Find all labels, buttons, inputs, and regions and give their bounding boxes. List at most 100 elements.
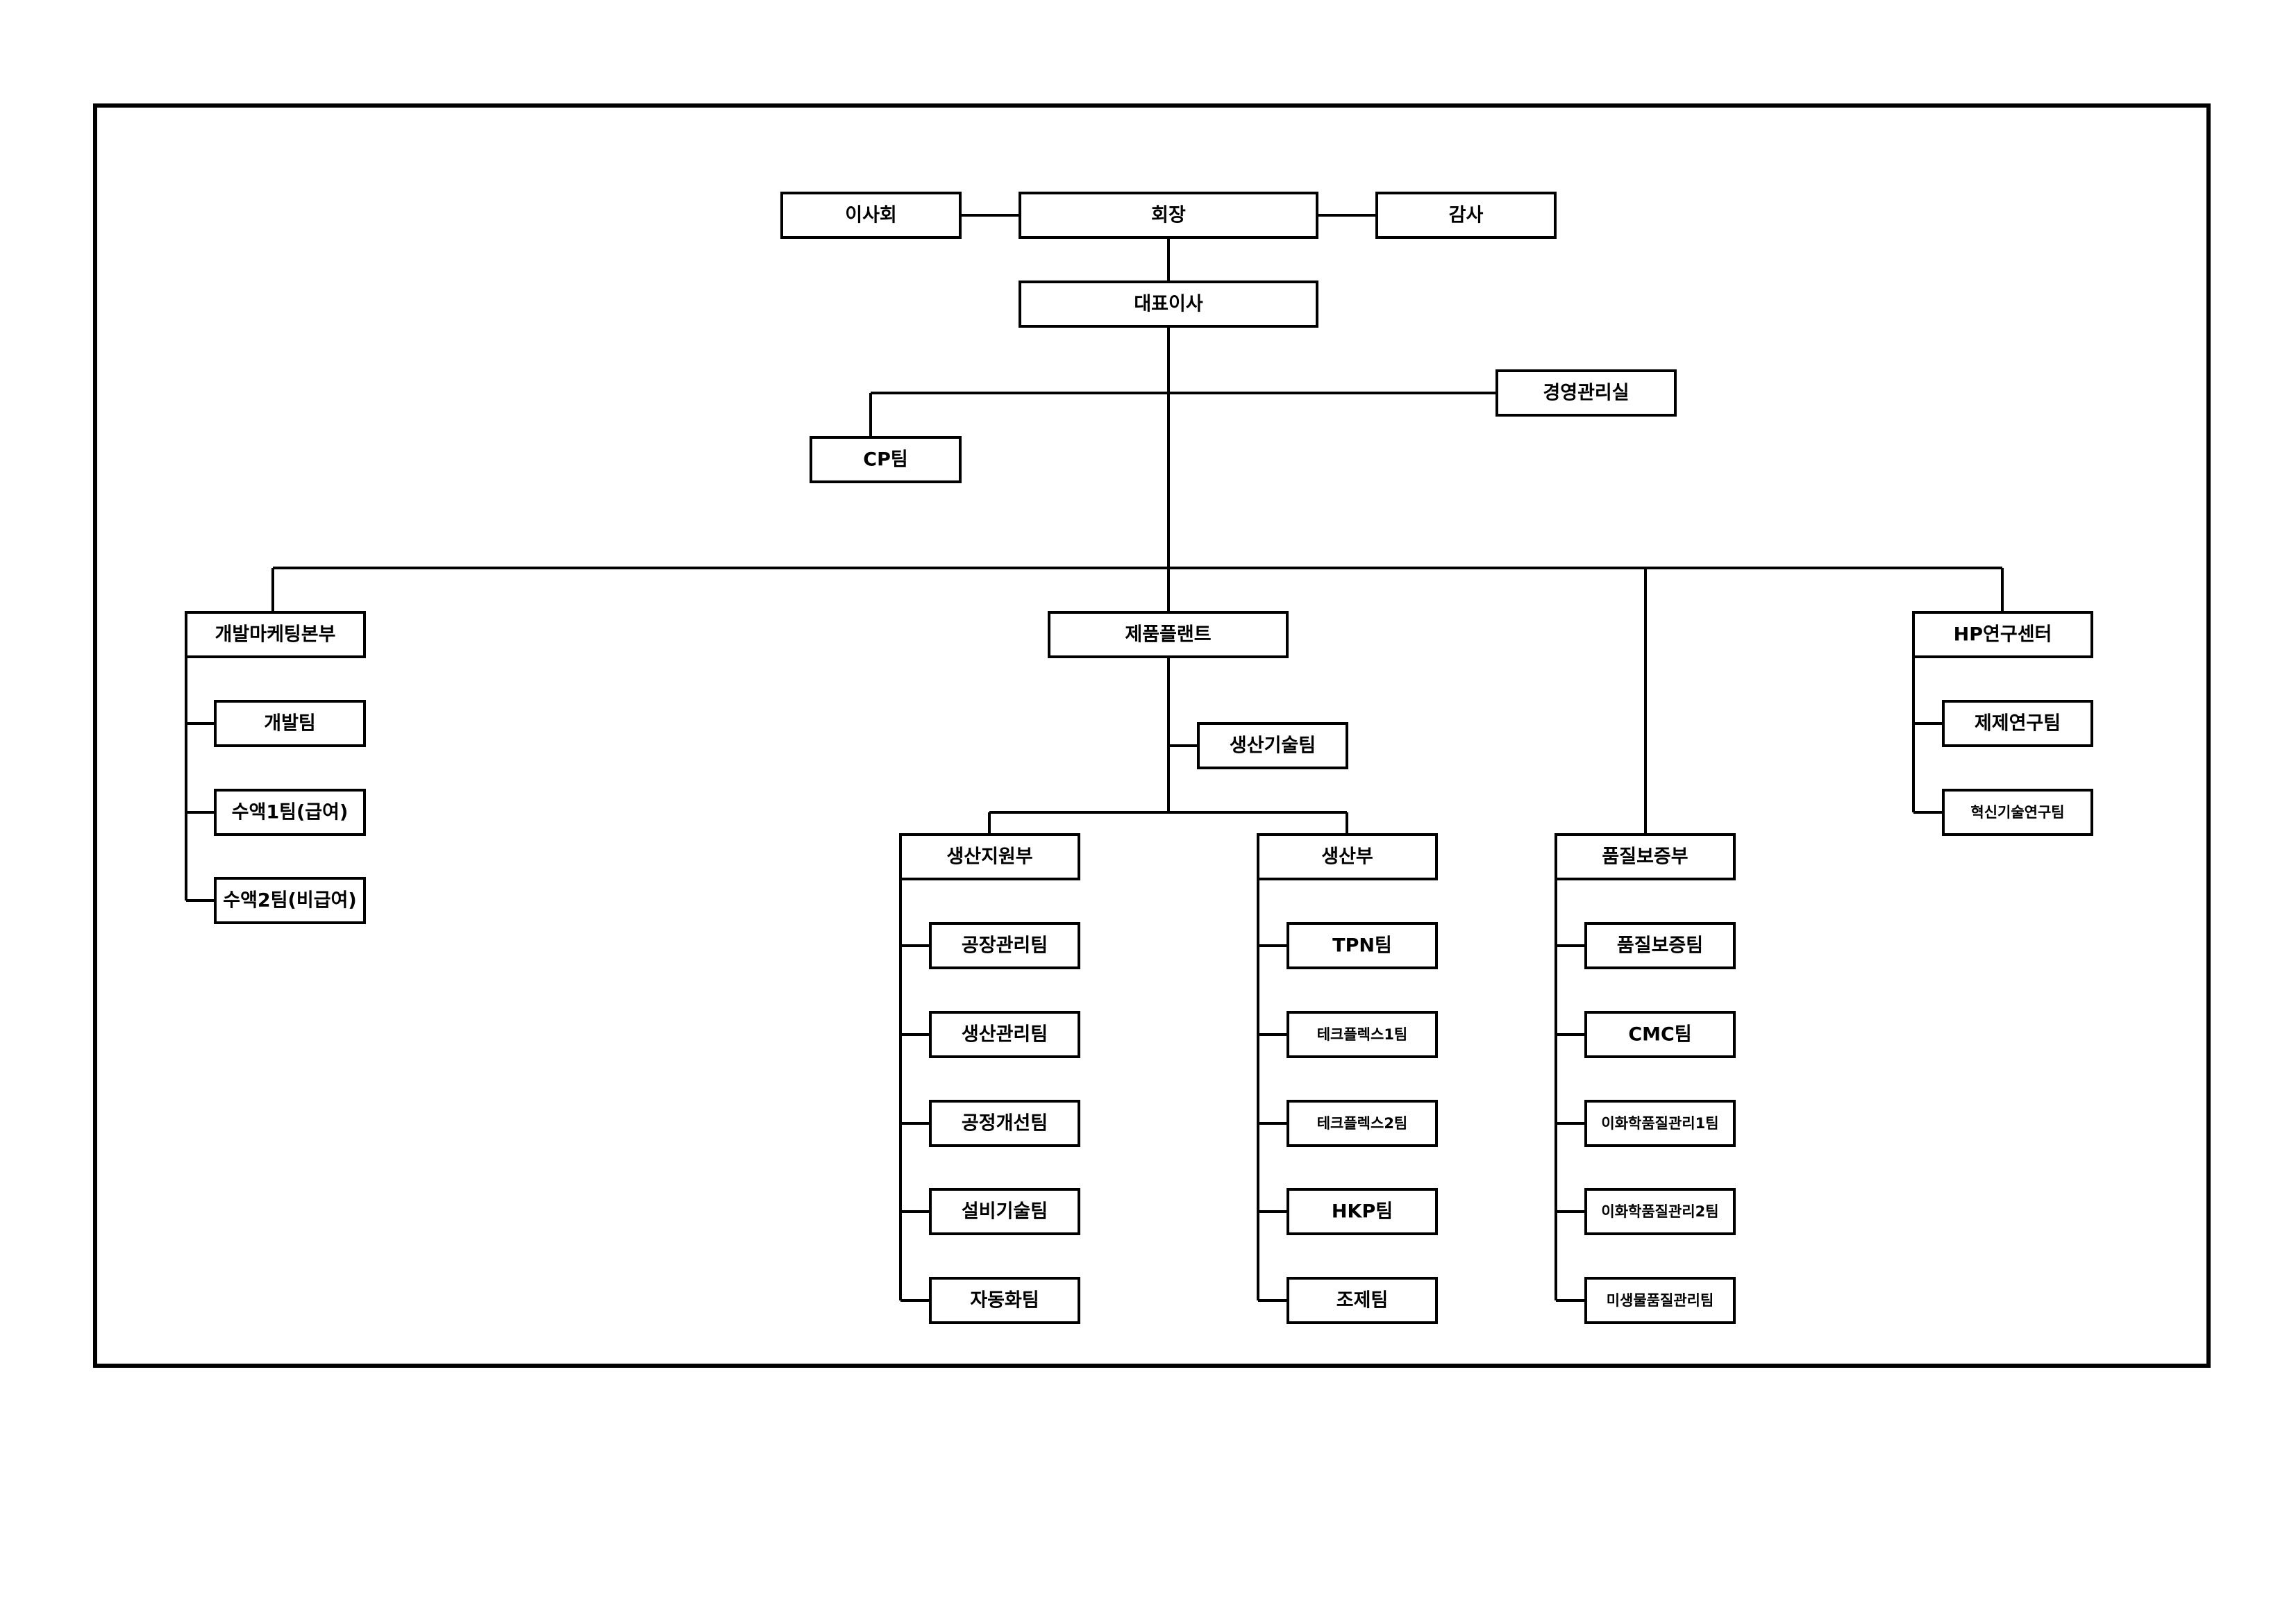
- support-team-1-label: 생산관리팀: [962, 1024, 1048, 1046]
- cp-team-label: CP팀: [863, 449, 907, 471]
- qa-team-1: CMC팀: [1584, 1011, 1736, 1058]
- chairman-label: 회장: [1151, 205, 1186, 226]
- production-team-1-label: 테크플렉스1팀: [1317, 1026, 1408, 1043]
- production-team-1-box: [1287, 1011, 1438, 1058]
- ceo: 대표이사: [1019, 281, 1318, 328]
- connector-lines: [185, 214, 2004, 1302]
- plant-division-box: [1048, 611, 1289, 658]
- qa-team-1-box: [1584, 1011, 1736, 1058]
- support-team-4-label: 자동화팀: [970, 1290, 1039, 1312]
- board: 이사회: [780, 192, 962, 239]
- hp-center-team-0: 제제연구팀: [1942, 700, 2093, 747]
- hp-center-division-label: HP연구센터: [1954, 624, 2052, 646]
- dev-marketing-team-0-label: 개발팀: [264, 713, 316, 735]
- support-department-label: 생산지원부: [946, 846, 1032, 868]
- qa-team-3-box: [1584, 1188, 1736, 1235]
- qa-team-3-label: 이화학품질관리2팀: [1601, 1203, 1718, 1220]
- support-team-1: 생산관리팀: [929, 1011, 1080, 1058]
- plant-tech-team-box: [1197, 722, 1348, 769]
- production-team-0: TPN팀: [1287, 922, 1438, 969]
- hp-center-team-1-box: [1942, 789, 2093, 836]
- board-label: 이사회: [845, 205, 897, 226]
- qa-team-4: 미생물품질관리팀: [1584, 1277, 1736, 1324]
- hp-center-division-box: [1912, 611, 2093, 658]
- mgmt-office-box: [1495, 369, 1677, 417]
- cp-team-box: [810, 436, 962, 483]
- cp-team: CP팀: [810, 436, 962, 483]
- dev-marketing-team-2-label: 수액2팀(비급여): [223, 890, 357, 912]
- production-team-2: 테크플렉스2팀: [1287, 1100, 1438, 1147]
- production-team-0-box: [1287, 922, 1438, 969]
- dev-marketing-team-1: 수액1팀(급여): [214, 789, 366, 836]
- chairman-box: [1019, 192, 1318, 239]
- production-team-1: 테크플렉스1팀: [1287, 1011, 1438, 1058]
- production-team-3-box: [1287, 1188, 1438, 1235]
- support-team-2: 공정개선팀: [929, 1100, 1080, 1147]
- dev-marketing-team-1-box: [214, 789, 366, 836]
- production-department-box: [1257, 833, 1438, 880]
- qa-team-0-box: [1584, 922, 1736, 969]
- support-team-0-label: 공장관리팀: [962, 935, 1048, 957]
- qa-team-0-label: 품질보증팀: [1617, 935, 1703, 957]
- plant-division: 제품플랜트: [1048, 611, 1289, 658]
- production-team-0-label: TPN팀: [1332, 935, 1392, 957]
- hp-center-team-0-label: 제제연구팀: [1975, 713, 2061, 735]
- support-team-2-label: 공정개선팀: [962, 1113, 1048, 1135]
- production-team-3: HKP팀: [1287, 1188, 1438, 1235]
- hp-center-team-1: 혁신기술연구팀: [1942, 789, 2093, 836]
- qa-team-4-box: [1584, 1277, 1736, 1324]
- qa-department-box: [1555, 833, 1736, 880]
- audit-box: [1375, 192, 1557, 239]
- hp-center-division: HP연구센터: [1912, 611, 2093, 658]
- audit-label: 감사: [1449, 205, 1484, 226]
- plant-tech-team-label: 생산기술팀: [1230, 735, 1316, 757]
- hp-center-team-0-box: [1942, 700, 2093, 747]
- board-box: [780, 192, 962, 239]
- qa-team-1-label: CMC팀: [1628, 1024, 1691, 1046]
- production-team-4: 조제팀: [1287, 1277, 1438, 1324]
- production-team-3-label: HKP팀: [1332, 1201, 1393, 1223]
- production-department: 생산부: [1257, 833, 1438, 880]
- production-team-2-box: [1287, 1100, 1438, 1147]
- dev-marketing-division: 개발마케팅본부: [185, 611, 366, 658]
- production-department-label: 생산부: [1321, 846, 1373, 868]
- production-team-2-label: 테크플렉스2팀: [1317, 1115, 1408, 1132]
- qa-department-label: 품질보증부: [1602, 846, 1688, 868]
- qa-department: 품질보증부: [1555, 833, 1736, 880]
- ceo-label: 대표이사: [1134, 294, 1203, 315]
- plant-division-label: 제품플랜트: [1125, 624, 1211, 646]
- dev-marketing-team-2: 수액2팀(비급여): [214, 877, 366, 924]
- support-team-4-box: [929, 1277, 1080, 1324]
- dev-marketing-team-0: 개발팀: [214, 700, 366, 747]
- dev-marketing-division-box: [185, 611, 366, 658]
- support-team-3-box: [929, 1188, 1080, 1235]
- qa-team-3: 이화학품질관리2팀: [1584, 1188, 1736, 1235]
- qa-team-2-label: 이화학품질관리1팀: [1601, 1115, 1718, 1132]
- dev-marketing-division-label: 개발마케팅본부: [215, 624, 336, 646]
- production-team-4-label: 조제팀: [1336, 1290, 1389, 1312]
- support-team-1-box: [929, 1011, 1080, 1058]
- production-team-4-box: [1287, 1277, 1438, 1324]
- support-team-0: 공장관리팀: [929, 922, 1080, 969]
- support-department: 생산지원부: [899, 833, 1080, 880]
- mgmt-office: 경영관리실: [1495, 369, 1677, 417]
- support-team-0-box: [929, 922, 1080, 969]
- dev-marketing-team-0-box: [214, 700, 366, 747]
- plant-tech-team: 생산기술팀: [1197, 722, 1348, 769]
- ceo-box: [1019, 281, 1318, 328]
- qa-team-0: 품질보증팀: [1584, 922, 1736, 969]
- chairman: 회장: [1019, 192, 1318, 239]
- audit: 감사: [1375, 192, 1557, 239]
- dev-marketing-team-2-box: [214, 877, 366, 924]
- support-team-3-label: 설비기술팀: [962, 1201, 1048, 1223]
- support-team-3: 설비기술팀: [929, 1188, 1080, 1235]
- qa-team-4-label: 미생물품질관리팀: [1607, 1292, 1714, 1309]
- qa-team-2: 이화학품질관리1팀: [1584, 1100, 1736, 1147]
- mgmt-office-label: 경영관리실: [1543, 383, 1629, 404]
- support-team-2-box: [929, 1100, 1080, 1147]
- chart-frame: [93, 103, 2211, 1368]
- support-team-4: 자동화팀: [929, 1277, 1080, 1324]
- hp-center-team-1-label: 혁신기술연구팀: [1970, 804, 2064, 821]
